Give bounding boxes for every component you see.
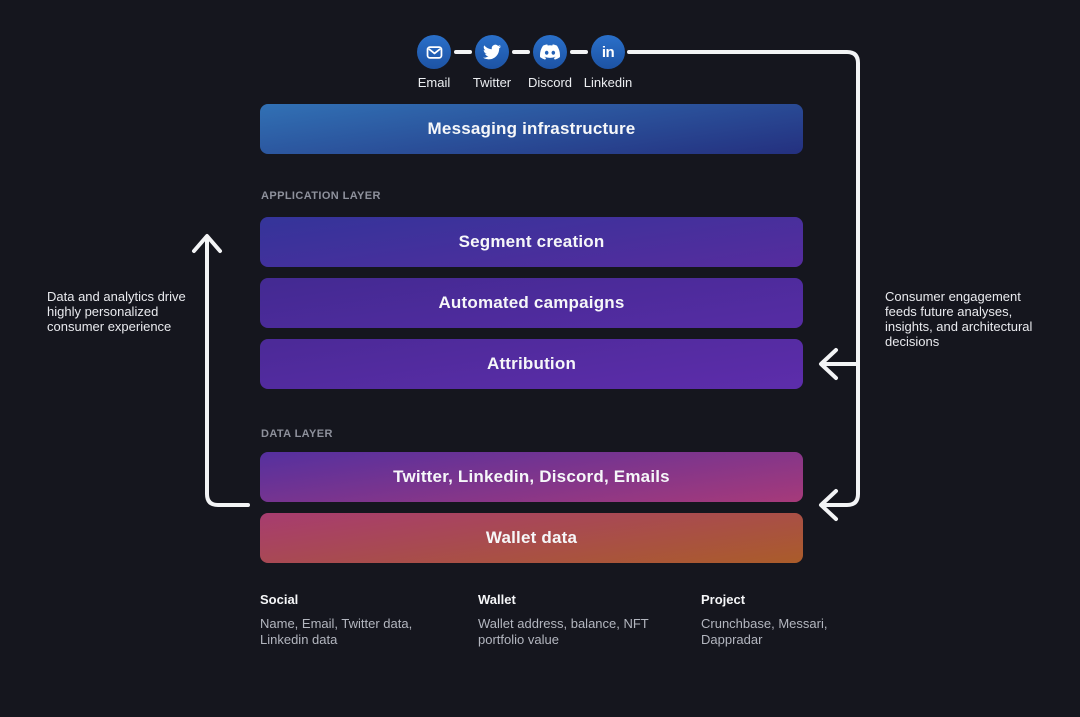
channel-twitter: Twitter (463, 35, 521, 90)
data-layer-heading: DATA LAYER (261, 428, 333, 440)
left-feedback-line (205, 238, 250, 507)
footnote-social: Social Name, Email, Twitter data, Linked… (260, 592, 428, 647)
channel-linkedin: in Linkedin (579, 35, 637, 90)
bar-label: Automated campaigns (438, 293, 625, 312)
twitter-icon (475, 35, 509, 69)
messaging-infrastructure-bar: Messaging infrastructure (260, 104, 803, 154)
email-icon (417, 35, 451, 69)
bar-label: Attribution (486, 354, 577, 373)
up-arrowhead-icon (192, 234, 222, 253)
left-arrowhead-icon (819, 348, 838, 380)
footnote-heading: Social (260, 592, 299, 607)
footnote-heading: Project (701, 592, 746, 607)
footnote-wallet: Wallet Wallet address, balance, NFT port… (478, 592, 660, 647)
channel-label: Discord (527, 75, 573, 90)
left-annotation: Data and analytics drive highly personal… (47, 289, 186, 334)
attribution-bar: Attribution (260, 339, 803, 389)
bar-label: Messaging infrastructure (427, 119, 636, 138)
footnote-body: Wallet address, balance, NFT portfolio v… (478, 616, 649, 647)
footnote-heading: Wallet (478, 592, 516, 607)
footnote-body: Name, Email, Twitter data, Linkedin data (260, 616, 413, 647)
wallet-data-bar: Wallet data (260, 513, 803, 563)
automated-campaigns-bar: Automated campaigns (260, 278, 803, 328)
channel-email: Email (405, 35, 463, 90)
footnote-body: Crunchbase, Messari, Dappradar (701, 616, 828, 647)
bar-label: Twitter, Linkedin, Discord, Emails (393, 467, 670, 486)
social-data-bar: Twitter, Linkedin, Discord, Emails (260, 452, 803, 502)
channel-icons-row: Email Twitter Discord in Linkedin (405, 35, 637, 90)
left-arrowhead-icon (819, 489, 838, 521)
discord-icon (533, 35, 567, 69)
right-annotation: Consumer engagement feeds future analyse… (885, 289, 1033, 349)
channel-label: Email (417, 75, 451, 90)
channel-label: Linkedin (583, 75, 633, 90)
application-layer-heading: APPLICATION LAYER (261, 190, 381, 202)
footnote-project: Project Crunchbase, Messari, Dappradar (701, 592, 851, 647)
bar-label: Segment creation (458, 232, 605, 251)
bar-label: Wallet data (485, 528, 578, 547)
channel-label: Twitter (472, 75, 512, 90)
segment-creation-bar: Segment creation (260, 217, 803, 267)
linkedin-icon: in (591, 35, 625, 69)
channel-discord: Discord (521, 35, 579, 90)
